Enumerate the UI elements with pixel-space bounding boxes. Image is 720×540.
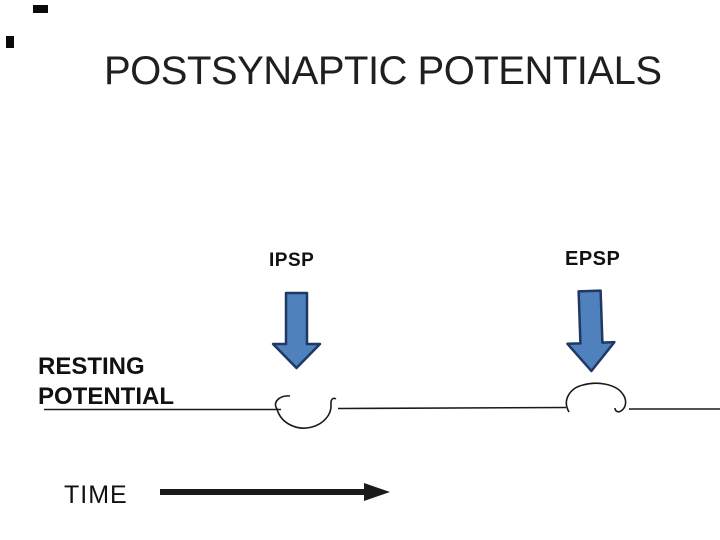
epsp-down-arrow-icon [566, 289, 616, 373]
slide-title: POSTSYNAPTIC POTENTIALS [104, 49, 662, 93]
epsp-label: EPSP [565, 248, 621, 270]
resting-potential-label: RESTING POTENTIAL [38, 352, 174, 412]
resting-potential-line-middle [337, 406, 567, 410]
resting-potential-label-line2: POTENTIAL [38, 383, 174, 410]
ipsp-label: IPSP [269, 250, 315, 271]
resting-potential-label-line1: RESTING [38, 353, 145, 380]
time-label: TIME [64, 481, 128, 509]
ipsp-down-arrow-icon [271, 291, 322, 370]
artifact-mark [33, 5, 48, 13]
epsp-bump-curve [565, 382, 627, 413]
time-arrow-head-icon [364, 483, 390, 501]
ipsp-dip-curve [274, 395, 337, 429]
artifact-mark [6, 36, 14, 48]
